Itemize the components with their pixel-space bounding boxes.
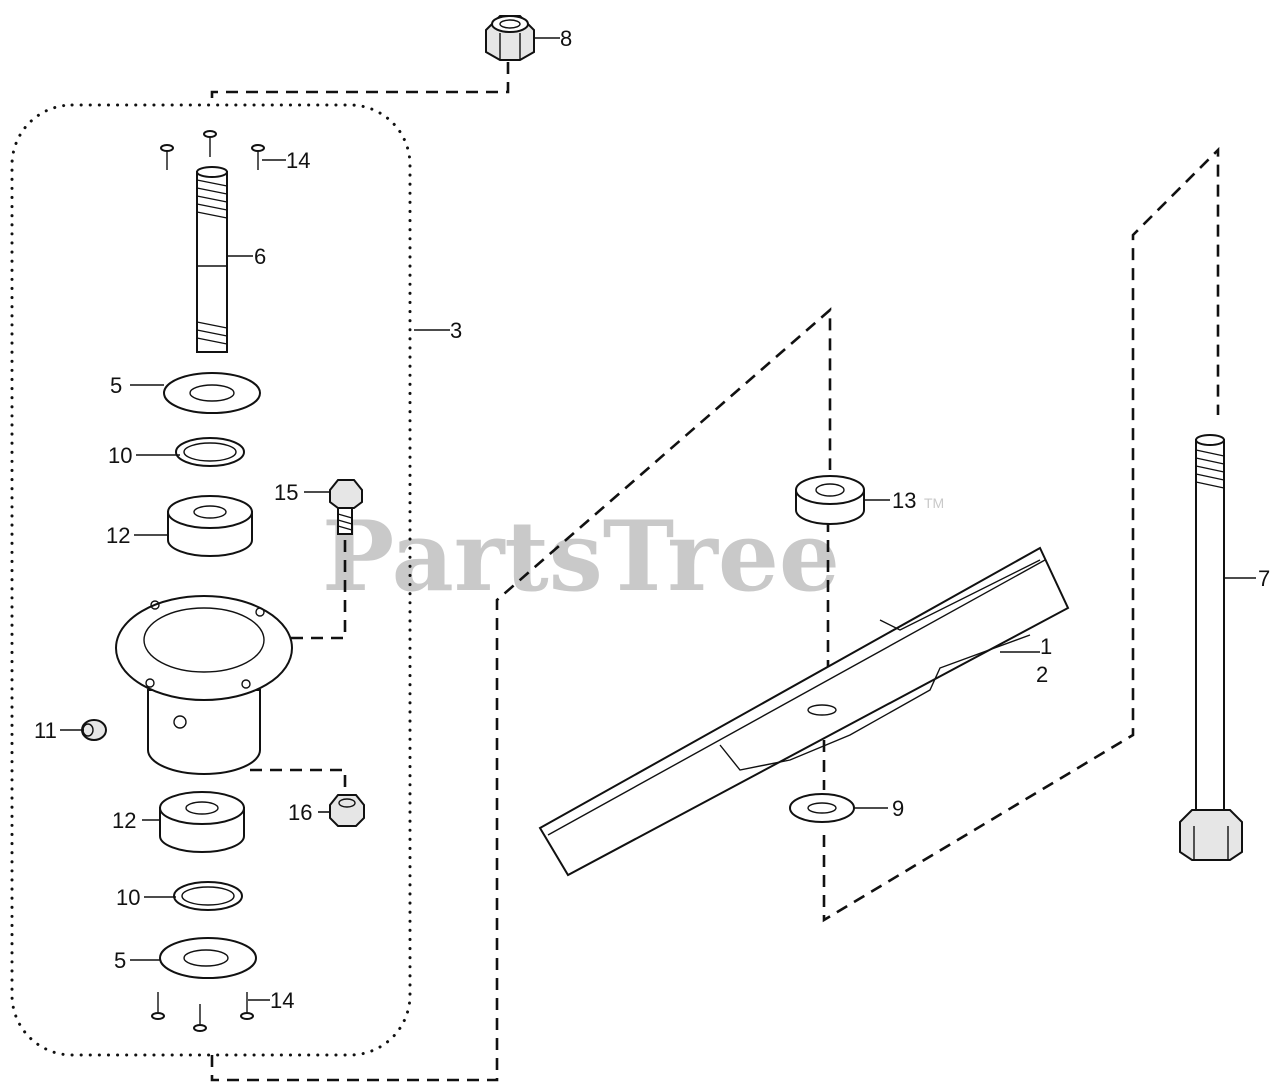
watermark-trademark: TM — [924, 495, 944, 511]
part-screws-top — [160, 130, 265, 170]
part-spindle-housing — [115, 595, 293, 775]
callout-numbers: 8 14 6 3 5 10 15 12 11 12 16 10 5 14 13 … — [34, 26, 1270, 1013]
callout-7: 7 — [1258, 566, 1270, 591]
part-bearing-top — [167, 495, 253, 557]
callout-14-top: 14 — [286, 148, 310, 173]
watermark-text: PartsTree — [322, 500, 840, 613]
callout-12-top: 12 — [106, 523, 130, 548]
part-hex-nut-top — [485, 15, 535, 61]
part-grease-fitting — [81, 719, 107, 741]
callout-14-bottom: 14 — [270, 988, 294, 1013]
callout-10-top: 10 — [108, 443, 132, 468]
part-snap-ring-bottom — [173, 881, 243, 911]
part-blade-spacer — [795, 475, 865, 525]
part-mower-blade — [538, 546, 1070, 877]
part-screws-bottom — [151, 992, 254, 1032]
part-flat-washer-top — [163, 372, 261, 414]
part-long-bolt — [1179, 434, 1243, 861]
callout-leaders — [60, 37, 1256, 1001]
part-flat-washer-bottom — [159, 937, 257, 979]
callout-5-top: 5 — [110, 373, 122, 398]
callout-2: 2 — [1036, 662, 1048, 687]
part-spindle-shaft — [196, 166, 228, 353]
callout-11: 11 — [34, 718, 57, 743]
callout-3: 3 — [450, 318, 462, 343]
part-bearing-bottom — [159, 791, 245, 853]
callout-10-bottom: 10 — [116, 885, 140, 910]
part-snap-ring-top — [175, 437, 245, 467]
callout-16: 16 — [288, 800, 312, 825]
part-hex-bolt — [329, 479, 363, 535]
spindle-assembly-outline — [10, 103, 412, 1057]
callout-12-bottom: 12 — [112, 808, 136, 833]
callout-5-bottom: 5 — [114, 948, 126, 973]
callout-9: 9 — [892, 796, 904, 821]
part-hex-nut-small — [329, 794, 365, 827]
callout-6: 6 — [254, 244, 266, 269]
callout-8: 8 — [560, 26, 572, 51]
callout-15: 15 — [274, 480, 298, 505]
callout-1: 1 — [1040, 634, 1052, 659]
callout-13: 13 — [892, 488, 916, 513]
watermark: PartsTree TM — [322, 495, 944, 613]
part-blade-washer — [789, 793, 855, 823]
